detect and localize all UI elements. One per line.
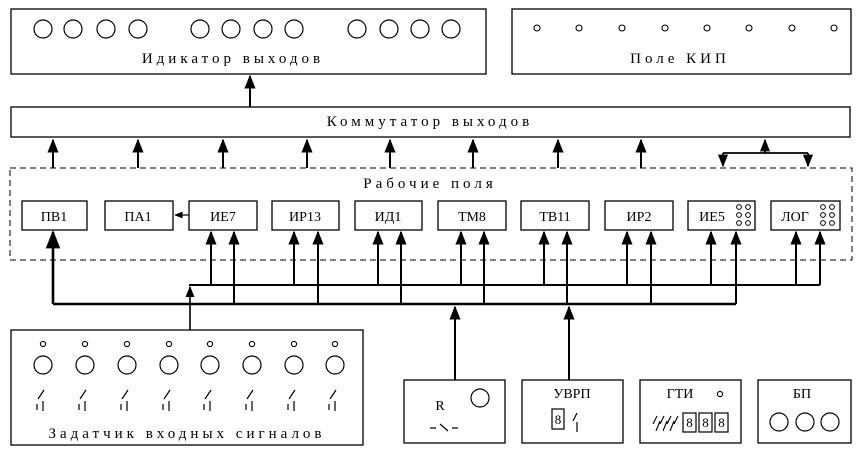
- module-id1: ИД1: [375, 210, 402, 225]
- power-supply-box: БП: [757, 379, 852, 444]
- module-labels: ПВ1 ПА1 ИЕ7 ИР13 ИД1 ТМ8 ТВ11 ИР2 ИЕ5 ЛО…: [41, 210, 809, 225]
- reset-switch-icon: [430, 423, 458, 432]
- module-ie5: ИЕ5: [699, 210, 725, 225]
- module-log: ЛОГ: [781, 210, 809, 225]
- output-indicator-panel: Идикатор выходов: [10, 8, 487, 75]
- input-signal-setter: Задатчик входных сигналов: [10, 329, 364, 446]
- setter-indicator-dots: [39, 340, 339, 348]
- working-fields-area: Рабочие поля: [9, 167, 853, 261]
- reset-button[interactable]: [470, 388, 490, 408]
- gti-digit-display-3: [714, 412, 729, 433]
- gti-switch-icons[interactable]: [652, 415, 679, 432]
- uvrp-switch-icon[interactable]: [572, 412, 578, 432]
- kip-test-points: [533, 24, 838, 32]
- kip-field-panel: Поле КИП: [511, 8, 852, 75]
- output-commutator: Коммутатор выходов: [10, 106, 851, 138]
- module-pa1: ПА1: [124, 210, 151, 225]
- module-pv1: ПВ1: [41, 210, 67, 225]
- reset-box: R: [403, 379, 506, 444]
- power-supply-label: БП: [793, 387, 811, 402]
- module-ir2: ИР2: [627, 210, 652, 225]
- input-signal-setter-label: Задатчик входных сигналов: [48, 426, 325, 442]
- module-boxes: [21, 200, 841, 231]
- power-lamp-3: [820, 412, 840, 432]
- module-ie7: ИЕ7: [210, 210, 236, 225]
- setter-lamps: [33, 355, 345, 375]
- gti-box: ГТИ 8 8 8: [639, 379, 742, 444]
- output-indicator-label: Идикатор выходов: [142, 51, 324, 67]
- module-contact-pins: [736, 204, 835, 226]
- module-ir13: ИР13: [289, 210, 321, 225]
- kip-field-label: Поле КИП: [630, 51, 730, 67]
- uvrp-label: УВРП: [553, 387, 590, 402]
- uvrp-digit: 8: [555, 412, 562, 427]
- module-output-arrows: [47, 138, 647, 168]
- uvrp-digit-display: [551, 408, 565, 430]
- indicator-lamps: [33, 19, 461, 39]
- power-lamp-1: [769, 412, 789, 432]
- module-tm8: ТМ8: [458, 210, 486, 225]
- control-to-bus-arrows: [449, 305, 575, 380]
- gti-indicator-dot: [716, 390, 724, 398]
- gti-digit-1: 8: [686, 415, 693, 430]
- bidirectional-arrows: [717, 138, 814, 168]
- working-fields-label: Рабочие поля: [363, 176, 496, 192]
- reset-label: R: [435, 399, 445, 414]
- bus-to-module-arrows: [205, 230, 826, 304]
- output-commutator-label: Коммутатор выходов: [327, 114, 533, 130]
- gti-digit-display-2: [698, 412, 713, 433]
- power-lamp-2: [795, 412, 815, 432]
- module-tv11: ТВ11: [539, 210, 570, 225]
- signal-bus: [45, 230, 820, 330]
- uvrp-box: УВРП 8: [521, 379, 624, 444]
- gti-digit-display-1: [682, 412, 697, 433]
- gti-digit-2: 8: [702, 415, 709, 430]
- gti-label: ГТИ: [667, 387, 694, 402]
- gti-digit-3: 8: [718, 415, 725, 430]
- setter-toggle-switches[interactable]: [36, 389, 337, 411]
